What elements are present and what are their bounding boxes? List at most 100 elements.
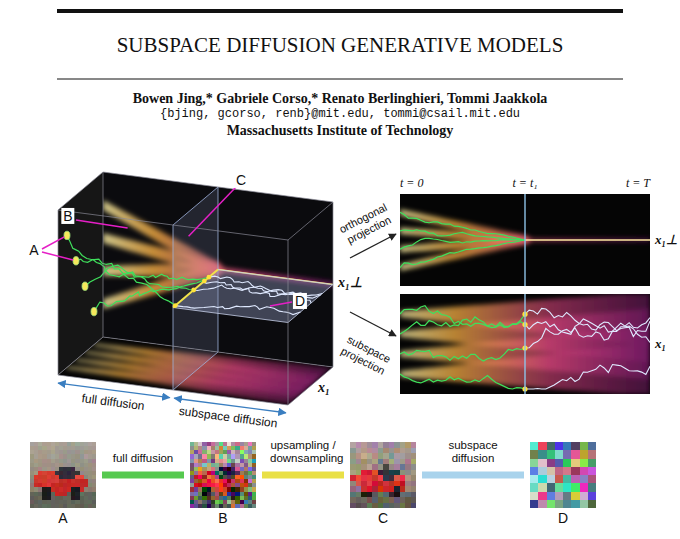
pixel bbox=[194, 459, 198, 463]
pixel bbox=[378, 475, 384, 481]
pixel bbox=[71, 479, 75, 483]
pixel bbox=[223, 446, 227, 450]
pixel bbox=[227, 492, 231, 496]
pixel bbox=[248, 492, 252, 496]
author-list: Bowen Jing,* Gabriele Corso,* Renato Ber… bbox=[133, 91, 548, 107]
image-tile: C bbox=[350, 442, 416, 526]
pixel bbox=[411, 459, 417, 465]
pixel bbox=[235, 504, 239, 508]
pixel bbox=[383, 453, 389, 459]
pixel bbox=[372, 486, 378, 492]
pixel bbox=[252, 467, 256, 471]
pixel bbox=[34, 496, 38, 500]
pixel bbox=[59, 500, 63, 504]
pixel bbox=[378, 503, 384, 509]
pixel bbox=[378, 442, 384, 448]
pixel bbox=[194, 504, 198, 508]
pixel bbox=[80, 504, 84, 508]
pixel bbox=[588, 475, 596, 484]
pixel bbox=[42, 492, 46, 496]
leader-line bbox=[76, 220, 128, 228]
callout-letter: B bbox=[61, 208, 74, 224]
time-label: t = 0 bbox=[400, 177, 423, 191]
pixel bbox=[198, 496, 202, 500]
pixel bbox=[63, 483, 67, 487]
pixel bbox=[367, 486, 373, 492]
pixel bbox=[198, 492, 202, 496]
pixel bbox=[190, 500, 194, 504]
pixel bbox=[51, 504, 55, 508]
pixel bbox=[38, 479, 42, 483]
projection-panel bbox=[400, 194, 650, 286]
pixel bbox=[202, 483, 206, 487]
pixel bbox=[219, 492, 223, 496]
pixel bbox=[235, 475, 239, 479]
pixel bbox=[215, 463, 219, 467]
pixel bbox=[588, 500, 596, 508]
pixel bbox=[88, 483, 92, 487]
pixel bbox=[530, 500, 539, 508]
pixel bbox=[55, 450, 59, 454]
pixel bbox=[240, 467, 244, 471]
pixel bbox=[240, 483, 244, 487]
pixel bbox=[55, 467, 59, 471]
pixel bbox=[71, 471, 75, 475]
pixel bbox=[588, 442, 596, 451]
pixel bbox=[383, 448, 389, 454]
pixel bbox=[80, 467, 84, 471]
pixel bbox=[207, 459, 211, 463]
pixel bbox=[75, 487, 79, 491]
email-list: {bjing, gcorso, renb}@mit.edu, tommi@csa… bbox=[160, 108, 520, 122]
paper-title: SUBSPACE DIFFUSION GENERATIVE MODELS bbox=[117, 33, 564, 57]
pixel bbox=[580, 467, 589, 476]
pixel bbox=[84, 463, 88, 467]
pixel bbox=[244, 487, 248, 491]
pixel bbox=[547, 483, 556, 492]
pixel bbox=[405, 492, 411, 498]
pixel bbox=[92, 504, 96, 508]
pixel bbox=[367, 453, 373, 459]
pixel bbox=[38, 496, 42, 500]
pixel bbox=[361, 470, 367, 476]
pixel bbox=[30, 492, 34, 496]
edge-label: subspace diffusion bbox=[431, 439, 515, 465]
pixel bbox=[75, 500, 79, 504]
image-tile: D bbox=[530, 442, 596, 526]
pixel bbox=[372, 481, 378, 487]
pixel bbox=[350, 442, 356, 448]
pixel bbox=[389, 497, 395, 503]
pixel bbox=[231, 500, 235, 504]
pixel bbox=[400, 459, 406, 465]
pixel bbox=[240, 442, 244, 446]
pixel bbox=[219, 454, 223, 458]
pixel bbox=[198, 463, 202, 467]
pixel bbox=[580, 492, 589, 501]
pixel bbox=[47, 446, 51, 450]
axis-label: x₁ bbox=[655, 337, 666, 352]
pixel bbox=[563, 442, 572, 451]
pixel bbox=[389, 492, 395, 498]
pixel bbox=[42, 496, 46, 500]
pixel bbox=[235, 446, 239, 450]
pixel bbox=[219, 446, 223, 450]
pixel bbox=[194, 463, 198, 467]
pixel bbox=[211, 450, 215, 454]
pixel bbox=[190, 504, 194, 508]
image-tile: A bbox=[30, 442, 96, 526]
pixel bbox=[207, 496, 211, 500]
pixel bbox=[350, 481, 356, 487]
pixel bbox=[394, 459, 400, 465]
pixel bbox=[55, 471, 59, 475]
pixel bbox=[223, 479, 227, 483]
pixel bbox=[92, 500, 96, 504]
pixel bbox=[198, 459, 202, 463]
pixel bbox=[530, 459, 539, 468]
pixel bbox=[235, 454, 239, 458]
pixel bbox=[55, 479, 59, 483]
pixel bbox=[231, 454, 235, 458]
pixel bbox=[88, 487, 92, 491]
pixel bbox=[389, 503, 395, 509]
pixel bbox=[530, 467, 539, 476]
pixel bbox=[80, 492, 84, 496]
